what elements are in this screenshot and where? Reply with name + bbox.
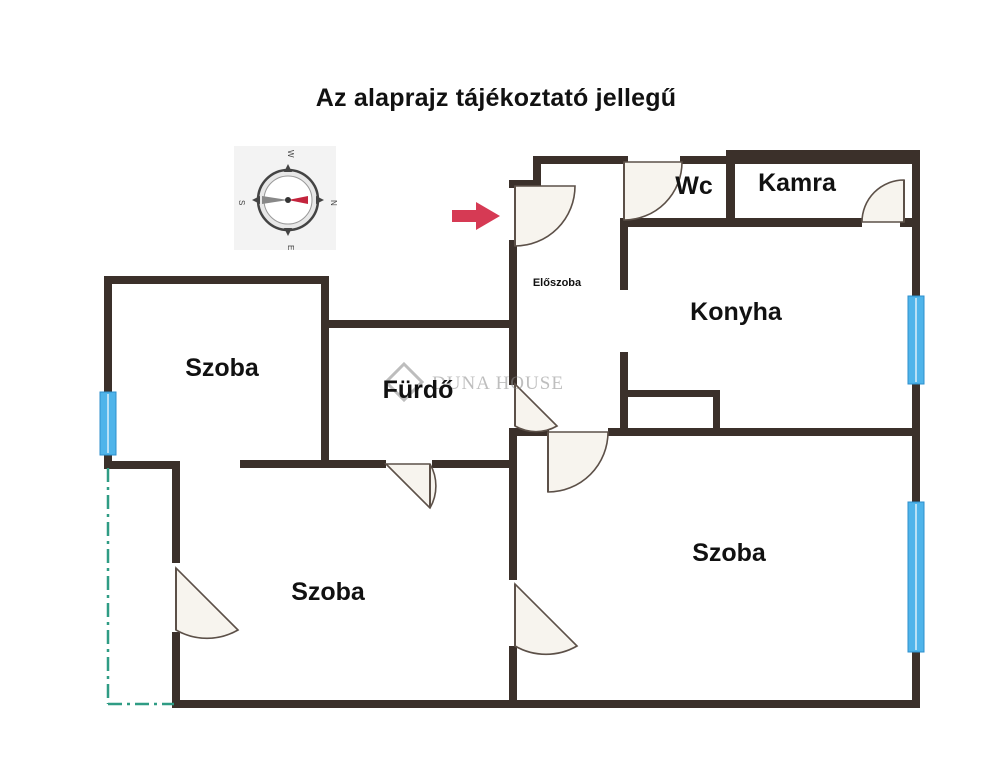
walls	[104, 150, 920, 708]
room-label-konyha: Konyha	[690, 298, 783, 326]
door-entrance	[514, 185, 576, 247]
door-right-room-left	[514, 582, 579, 656]
door-furdo	[514, 382, 559, 433]
door-furdo-bottom	[384, 463, 437, 510]
door-kamra	[861, 179, 905, 223]
entrance-arrow-icon	[452, 202, 500, 230]
page-title: Az alaprajz tájékoztató jellegű	[315, 84, 677, 112]
window-kitchen	[907, 295, 925, 385]
door-wc	[623, 161, 683, 221]
balcony-outline	[106, 468, 174, 706]
watermark: DUNA HOUSE	[383, 361, 564, 403]
compass-east: E	[286, 245, 295, 250]
room-label-wc: Wc	[675, 172, 713, 200]
room-label-furdo: Fürdő	[383, 376, 454, 404]
room-label-szoba-bottom-left: Szoba	[291, 578, 366, 606]
window-right-room	[907, 501, 925, 653]
watermark-text: DUNA HOUSE	[432, 373, 564, 394]
compass-west: W	[286, 150, 295, 158]
room-label-szoba-right: Szoba	[692, 539, 767, 567]
compass-north: N	[329, 200, 338, 206]
compass-icon: N S W E	[234, 146, 338, 250]
room-label-eloszoba: Előszoba	[533, 277, 582, 289]
room-label-szoba-top-left: Szoba	[185, 354, 260, 382]
door-left-room	[175, 566, 240, 640]
watermark-logo-icon	[383, 361, 425, 403]
room-label-kamra: Kamra	[758, 169, 837, 197]
door-right-room-top	[547, 431, 609, 493]
compass-south: S	[237, 200, 246, 205]
window-left	[99, 391, 117, 456]
